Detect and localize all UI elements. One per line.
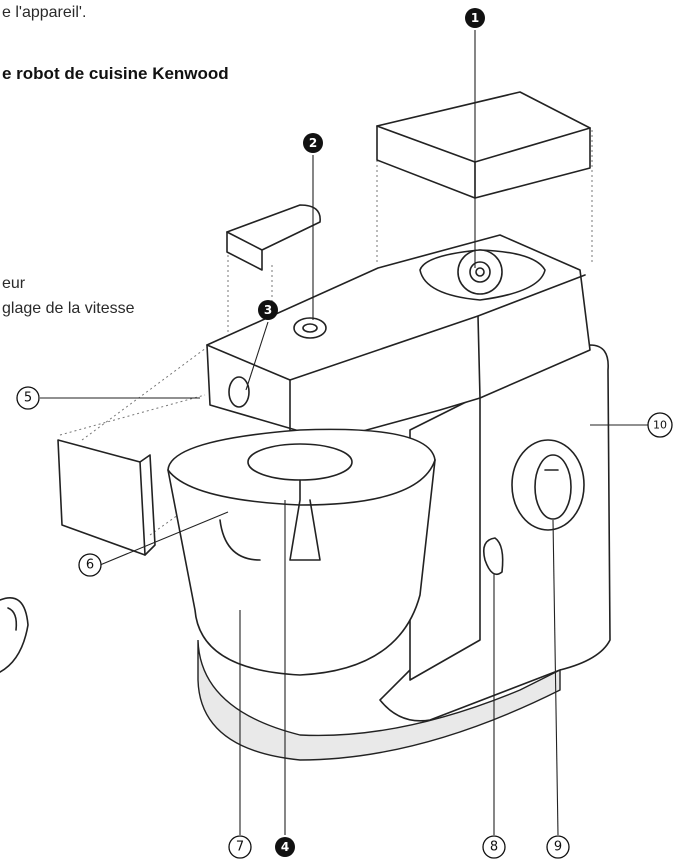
callout-3: 3	[258, 300, 278, 320]
callout-9-label: 9	[554, 840, 562, 855]
callout-4-label: 4	[281, 840, 289, 854]
partial-attachment	[0, 597, 29, 673]
top-outlet-cover	[376, 91, 591, 199]
text-line-partial: glage de la vitesse	[2, 300, 135, 317]
callout-7-label: 7	[236, 840, 244, 855]
callout-8-label: 8	[490, 840, 498, 855]
callout-4: 4	[275, 837, 295, 857]
section-heading: e robot de cuisine Kenwood	[2, 64, 229, 83]
release-lever	[482, 537, 504, 576]
leader-lines	[40, 30, 648, 836]
callout-5: 5	[16, 386, 40, 410]
callout-5-label: 5	[24, 391, 32, 406]
pouring-shield	[57, 439, 156, 556]
callout-2-label: 2	[309, 136, 317, 150]
callout-6: 6	[78, 553, 102, 577]
callout-10: 10	[647, 412, 673, 438]
callout-8: 8	[482, 835, 506, 859]
callout-9: 9	[546, 835, 570, 859]
callout-1: 1	[465, 8, 485, 28]
callout-6-label: 6	[86, 558, 94, 573]
speed-dial	[511, 439, 585, 531]
text-line-partial: eur	[2, 275, 26, 292]
slow-outlet-cover	[226, 204, 321, 271]
callout-3-label: 3	[264, 303, 272, 317]
callout-7: 7	[228, 835, 252, 859]
mixing-bowl	[167, 428, 436, 676]
mixer-head	[206, 234, 591, 446]
callout-2: 2	[303, 133, 323, 153]
text-line-partial: e l'appareil'.	[2, 4, 87, 21]
callout-1-label: 1	[471, 11, 479, 25]
callout-10-label: 10	[653, 419, 667, 432]
